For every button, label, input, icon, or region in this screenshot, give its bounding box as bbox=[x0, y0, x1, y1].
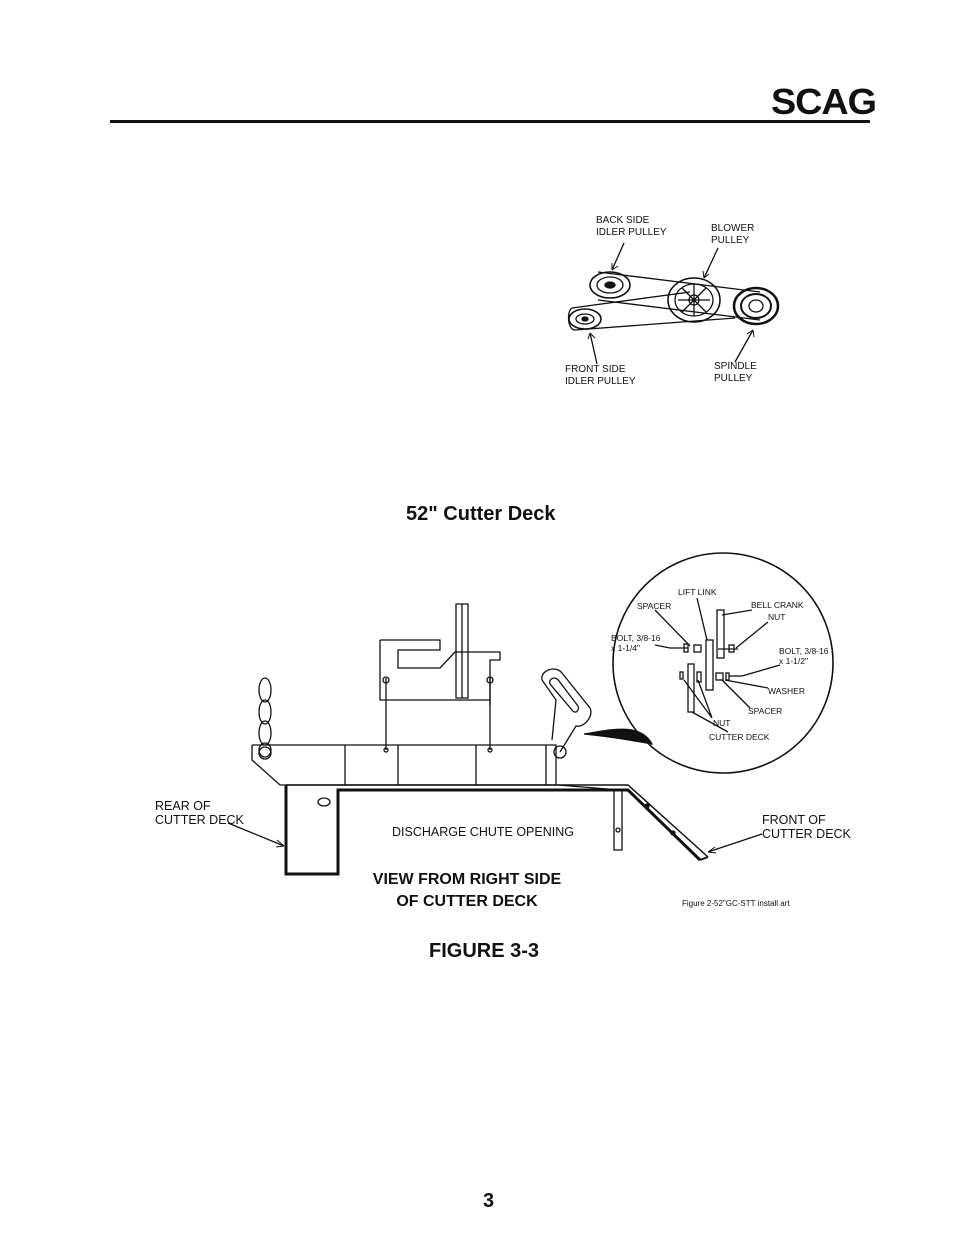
label-rear-of-cutter-deck: REAR OF CUTTER DECK bbox=[155, 799, 244, 827]
header-rule bbox=[110, 120, 870, 123]
label-cutter-deck-detail: CUTTER DECK bbox=[709, 732, 770, 742]
label-back-side-idler-pulley: BACK SIDE IDLER PULLEY bbox=[596, 215, 667, 238]
deck-title: 52" Cutter Deck bbox=[406, 503, 556, 525]
cutter-deck-side-view bbox=[227, 603, 763, 876]
label-bolt-left: BOLT, 3/8-16 x 1-1/4" bbox=[611, 633, 661, 653]
view-title: VIEW FROM RIGHT SIDE OF CUTTER DECK bbox=[372, 871, 562, 910]
label-bolt-right: BOLT, 3/8-16 x 1-1/2" bbox=[779, 646, 829, 666]
label-spacer-top: SPACER bbox=[637, 601, 672, 611]
label-nut-bottom: NUT bbox=[713, 718, 731, 728]
label-spindle-pulley: SPINDLE PULLEY bbox=[714, 361, 757, 384]
page-number: 3 bbox=[483, 1190, 495, 1212]
label-spacer-bottom: SPACER bbox=[748, 706, 783, 716]
label-washer: WASHER bbox=[768, 686, 805, 696]
label-discharge-chute-opening: DISCHARGE CHUTE OPENING bbox=[392, 825, 574, 839]
label-lift-link: LIFT LINK bbox=[678, 587, 717, 597]
art-caption: Figure 2-52"GC-STT install art bbox=[682, 899, 790, 908]
label-front-of-cutter-deck: FRONT OF CUTTER DECK bbox=[762, 813, 851, 841]
figure-caption: FIGURE 3-3 bbox=[429, 940, 540, 962]
label-front-side-idler-pulley: FRONT SIDE IDLER PULLEY bbox=[565, 364, 636, 387]
label-nut-top: NUT bbox=[768, 612, 786, 622]
label-blower-pulley: BLOWER PULLEY bbox=[711, 223, 755, 246]
lift-link-detail bbox=[612, 552, 834, 774]
belt-pulley-diagram bbox=[567, 242, 780, 365]
label-bell-crank: BELL CRANK bbox=[751, 600, 804, 610]
scag-logo: SCAG bbox=[771, 81, 877, 122]
